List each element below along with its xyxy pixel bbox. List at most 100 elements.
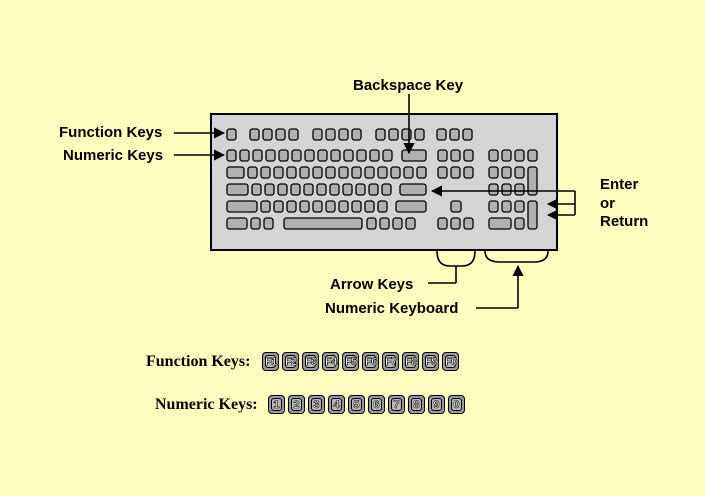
keyboard-key [325,128,336,141]
keyboard-key [317,149,328,162]
keyboard-key [450,166,461,179]
legend-key: 7 [387,395,405,414]
keyboard-key [249,128,260,141]
legend-key-label: 9 [433,398,440,411]
function-keys-legend-title: Function Keys: [146,352,251,370]
keyboard-key [351,128,362,141]
keyboard-key [450,149,461,162]
keyboard-key [316,183,327,196]
keyboard-key [501,149,512,162]
legend-key-label: F2 [285,355,298,368]
keyboard-icon [174,94,576,309]
keyboard-key [273,200,284,213]
keyboard-key [463,149,474,162]
keyboard-key [250,217,261,230]
keyboard-key [351,200,362,213]
legend-key: 1 [267,395,285,414]
keyboard-key [329,183,340,196]
keyboard-key [226,183,249,196]
keyboard-key [369,149,380,162]
keyboard-key [463,166,474,179]
legend-key-label: F1 [265,355,278,368]
keyboard-key [312,128,323,141]
keyboard-key [382,149,393,162]
keyboard-key [226,166,245,179]
or-label: or [600,195,615,212]
keyboard-key [514,217,525,230]
keyboard-key [368,183,379,196]
legend-key: F6 [362,352,380,371]
keyboard-key [399,183,427,196]
keyboard-key [377,200,388,213]
legend-key: 9 [427,395,445,414]
legend-key-label: F6 [365,355,378,368]
keyboard-key [488,166,499,179]
keyboard-key [247,166,258,179]
keyboard-key [288,128,299,141]
keyboard-key [239,149,250,162]
legend-key: F9 [422,352,440,371]
keyboard-key [286,200,297,213]
keyboard-key [226,128,237,141]
keyboard-key [514,183,525,196]
keyboard-key [381,183,392,196]
keyboard-key [286,166,297,179]
legend-key: F0 [442,352,460,371]
keyboard-key [488,217,512,230]
keyboard-key [501,166,512,179]
legend-key-label: 6 [373,398,380,411]
legend-key-label: 7 [393,398,400,411]
keyboard-key [450,217,461,230]
keyboard-key [364,166,375,179]
keyboard-key [514,200,525,213]
legend-key-label: 0 [453,398,460,411]
numeric-keys-label: Numeric Keys [63,147,164,164]
keyboard-key [527,200,538,230]
keyboard-key [252,149,263,162]
keyboard-key [299,166,310,179]
legend-key-label: F7 [385,355,398,368]
legend-key-label: F3 [305,355,318,368]
keyboard-key [462,128,473,141]
keyboard-key [312,200,323,213]
keyboard-key [436,128,447,141]
keyboard-key [264,183,275,196]
legend-key-label: F9 [425,355,438,368]
keyboard-key [251,183,262,196]
keyboard-key [390,166,401,179]
keyboard-key [273,166,284,179]
keyboard-key [226,217,248,230]
keyboard-key [488,183,499,196]
return-label: Return [600,213,649,230]
keyboard-key [262,128,273,141]
brace-icon [484,250,549,263]
keyboard-key [330,149,341,162]
function-keys-label: Function Keys [59,124,163,141]
keyboard-key [364,200,375,213]
keyboard-key [416,166,427,179]
keyboard-key [388,128,399,141]
keyboard-key [375,128,386,141]
keyboard-key [405,217,416,230]
keyboard-key [343,149,354,162]
keyboard-key [260,200,271,213]
legend-key: 0 [447,395,465,414]
legend-key-label: 1 [273,398,280,411]
keyboard-key [463,217,474,230]
enter-label: Enter [600,176,639,193]
keyboard-key [514,166,525,179]
keyboard-key [265,149,276,162]
legend-key-label: 4 [333,398,340,411]
legend-key-label: 5 [353,398,360,411]
legend-key: 4 [327,395,345,414]
legend-key-label: F5 [345,355,358,368]
legend-key-label: 3 [313,398,320,411]
keyboard-key [351,166,362,179]
legend-key: F2 [282,352,300,371]
keyboard-key [291,149,302,162]
arrow-keys-label: Arrow Keys [330,276,414,293]
legend-key-label: 8 [413,398,420,411]
legend-key: F5 [342,352,360,371]
legend-key-label: F0 [445,355,458,368]
keyboard-key [377,166,388,179]
